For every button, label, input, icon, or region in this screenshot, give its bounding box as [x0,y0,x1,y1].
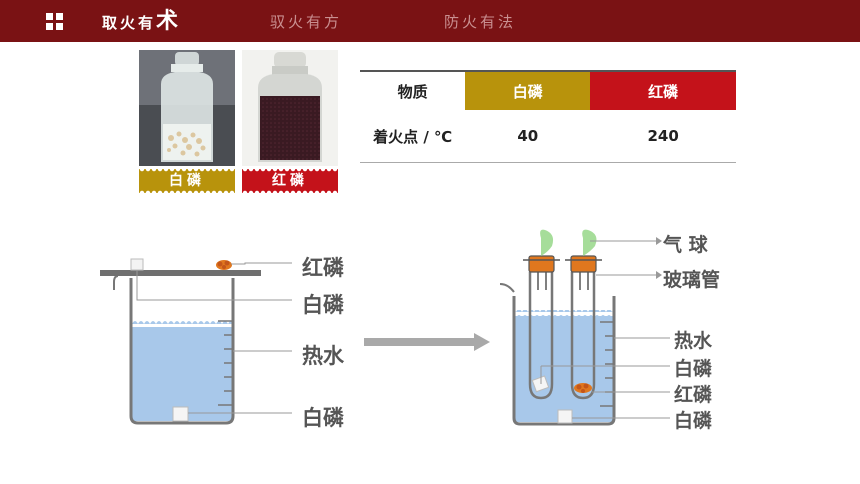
red-phosphorus-on-plate [216,260,232,270]
red-phosphorus-jar-photo [242,50,338,166]
balloon-1 [540,229,554,256]
left-label-red-phosphorus: 红磷 [302,256,344,280]
tab-fire-prevention[interactable]: 防火有法 [444,13,517,31]
left-leader-lines [136,262,292,414]
right-label-red-phosphorus: 红磷 [674,384,713,406]
left-label-hot-water: 热水 [302,344,344,368]
table-row: 着火点 / ℃ 40 240 [360,110,736,163]
grid-menu-icon[interactable] [46,13,63,30]
red-phosphorus-caption: 红磷 [242,169,338,193]
right-leader-lines [540,240,670,419]
left-beaker [129,278,235,425]
ignition-point-table: 物质 白磷 红磷 着火点 / ℃ 40 240 [360,70,736,163]
table-cell-red-ignition: 240 [590,110,736,163]
arrowhead-tube [656,271,662,279]
white-phosphorus-caption: 白磷 [139,169,235,193]
tab-fire-control[interactable]: 驭火有方 [270,13,343,31]
table-header-substance: 物质 [360,70,466,110]
glass-tube-1 [523,255,560,400]
right-label-glass-tube: 玻璃管 [663,269,721,291]
left-label-white-phosphorus-plate: 白磷 [302,293,344,317]
right-beaker [499,283,616,426]
white-phosphorus-on-plate [130,258,144,271]
left-label-white-phosphorus-water: 白磷 [302,406,344,430]
right-label-hot-water: 热水 [674,330,713,352]
right-label-white-phosphorus-beaker: 白磷 [674,410,713,432]
copper-plate [100,270,261,276]
transition-arrow [364,333,490,351]
glass-tube-2 [565,255,602,400]
white-phosphorus-in-water [172,406,189,422]
right-label-white-phosphorus-tube: 白磷 [674,358,713,380]
table-header-red-phosphorus: 红磷 [590,70,736,110]
balloon-2 [582,229,597,256]
table-header-white-phosphorus: 白磷 [465,70,591,110]
table-header-row: 物质 白磷 红磷 [360,70,736,110]
table-row-label: 着火点 / ℃ [360,110,466,163]
arrowhead-balloon [656,237,662,245]
tab-fire-making[interactable]: 取火有术 [102,9,182,34]
white-phosphorus-in-beaker [557,409,573,424]
white-phosphorus-jar-photo [139,50,235,166]
table-cell-white-ignition: 40 [465,110,591,163]
beaker-spout [113,275,119,290]
right-label-balloon: 气 球 [663,234,708,256]
header-bar: 取火有术 驭火有方 防火有法 [0,0,860,42]
